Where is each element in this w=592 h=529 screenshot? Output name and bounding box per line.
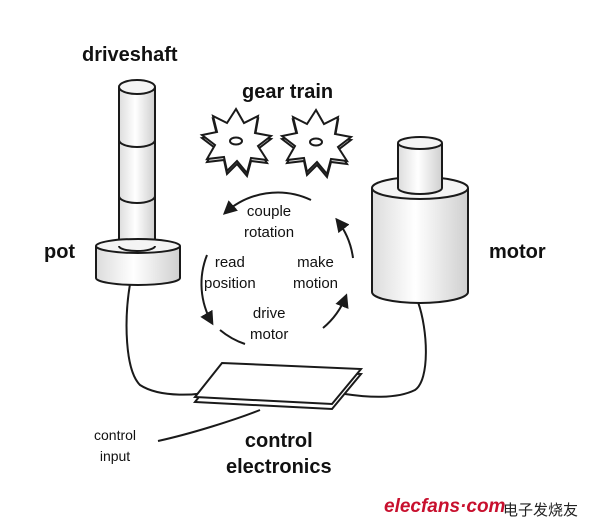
cycle-label-make-motion: make motion — [293, 254, 339, 292]
watermark-cn: 电子发烧友 — [503, 501, 579, 519]
cycle-arc-left — [200, 254, 214, 326]
gear-right — [279, 108, 354, 180]
control-input-label: control input — [94, 427, 137, 464]
watermark-site: elecfans·com — [384, 496, 506, 517]
motor-body — [371, 136, 469, 304]
motor-label: motor — [489, 241, 546, 263]
motor-wire — [344, 301, 427, 398]
cycle-circle — [200, 191, 354, 345]
control-electronics-label: control electronics — [226, 430, 332, 478]
gear-left — [199, 107, 274, 179]
pot-label: pot — [44, 241, 76, 263]
pot-wire — [125, 283, 216, 396]
cycle-label-read-position: read position — [204, 254, 256, 292]
cycle-arc-top — [222, 191, 312, 215]
control-board — [193, 361, 364, 411]
cycle-arc-right — [335, 217, 354, 259]
cycle-label-couple-rotation: couple rotation — [244, 203, 295, 241]
driveshaft-shaft — [118, 79, 156, 254]
pot-body — [95, 238, 181, 286]
control-input-wire — [157, 409, 261, 442]
cycle-label-drive-motor: drive motor — [250, 305, 289, 343]
cycle-arc-bottom-right — [322, 293, 349, 329]
cycle-arc-bottom-left — [219, 329, 246, 345]
gear-train-label: gear train — [242, 81, 334, 103]
driveshaft-label: driveshaft — [82, 44, 178, 66]
